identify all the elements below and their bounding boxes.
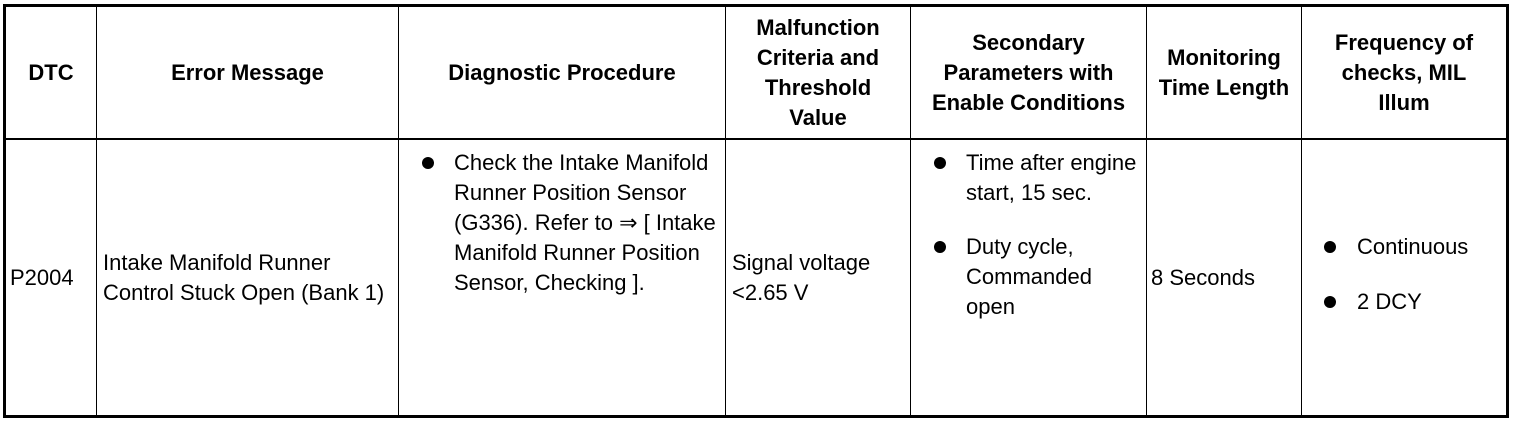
procedure-list: Check the Intake Manifold Runner Positio… bbox=[399, 148, 725, 298]
cell-error-message: Intake Manifold Runner Control Stuck Ope… bbox=[96, 138, 399, 416]
cell-secondary-parameters: Time after engine start, 15 sec. Duty cy… bbox=[910, 138, 1147, 416]
dtc-table: DTC Error Message Diagnostic Procedure M… bbox=[3, 4, 1509, 418]
header-row: DTC Error Message Diagnostic Procedure M… bbox=[5, 6, 1507, 140]
list-item: Check the Intake Manifold Runner Positio… bbox=[399, 148, 725, 298]
list-item: Continuous bbox=[1302, 232, 1506, 262]
list-item: Duty cycle, Commanded open bbox=[911, 232, 1146, 322]
header-dtc: DTC bbox=[5, 6, 97, 140]
secondary-parameter-text: Duty cycle, Commanded open bbox=[966, 234, 1092, 319]
procedure-text: Check the Intake Manifold Runner Positio… bbox=[454, 150, 716, 295]
bullet-icon bbox=[1324, 241, 1336, 253]
header-frequency: Frequency of checks, MIL Illum bbox=[1301, 6, 1507, 140]
header-monitoring-time: Monitoring Time Length bbox=[1146, 6, 1302, 140]
frequency-text: Continuous bbox=[1357, 234, 1469, 259]
list-item: Time after engine start, 15 sec. bbox=[911, 148, 1146, 208]
cell-malfunction-criteria: Signal voltage <2.65 V bbox=[725, 138, 911, 416]
header-error-message: Error Message bbox=[96, 6, 399, 140]
table-row: P2004 Intake Manifold Runner Control Stu… bbox=[5, 138, 1507, 416]
frequency-text: 2 DCY bbox=[1357, 289, 1422, 314]
cell-dtc: P2004 bbox=[5, 138, 97, 416]
bullet-icon bbox=[1324, 296, 1336, 308]
cell-diagnostic-procedure: Check the Intake Manifold Runner Positio… bbox=[398, 138, 726, 416]
bullet-icon bbox=[422, 157, 434, 169]
secondary-parameters-list: Time after engine start, 15 sec. Duty cy… bbox=[911, 148, 1146, 322]
cell-monitoring-time: 8 Seconds bbox=[1146, 138, 1302, 416]
header-malfunction-criteria: Malfunction Criteria and Threshold Value bbox=[725, 6, 911, 140]
bullet-icon bbox=[934, 157, 946, 169]
bullet-icon bbox=[934, 241, 946, 253]
secondary-parameter-text: Time after engine start, 15 sec. bbox=[966, 150, 1137, 205]
header-diagnostic-procedure: Diagnostic Procedure bbox=[398, 6, 726, 140]
header-secondary-parameters: Secondary Parameters with Enable Conditi… bbox=[910, 6, 1147, 140]
frequency-list: Continuous 2 DCY bbox=[1302, 232, 1506, 317]
list-item: 2 DCY bbox=[1302, 287, 1506, 317]
cell-frequency: Continuous 2 DCY bbox=[1301, 138, 1507, 416]
